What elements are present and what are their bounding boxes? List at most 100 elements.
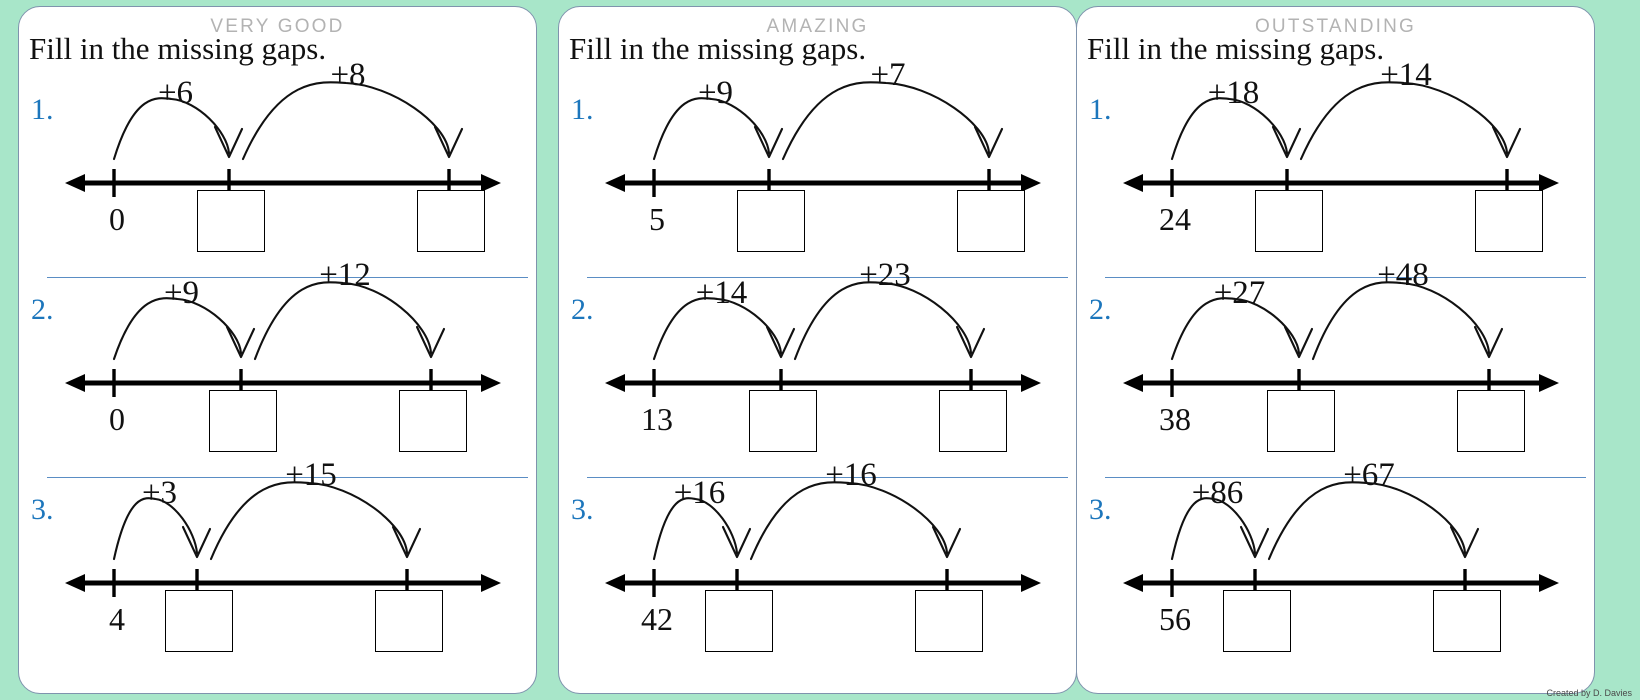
- jump-arrowhead-2: [955, 325, 986, 359]
- jump-label-2: +48: [1377, 257, 1429, 293]
- problem-row-3-1: 1. +18 +14 24: [1077, 57, 1594, 265]
- numberline-wrapper: [1077, 65, 1594, 265]
- jump-label-2: +14: [1380, 57, 1432, 93]
- answer-box-2[interactable]: [1457, 390, 1525, 452]
- jump-label-1: +16: [673, 475, 726, 511]
- jump-arc-1: [1170, 297, 1301, 361]
- panel-title-3: Fill in the missing gaps.: [1087, 31, 1385, 66]
- numberline-diagram: [65, 481, 501, 597]
- answer-box-2[interactable]: [915, 590, 983, 652]
- numberline-diagram: [1123, 481, 1559, 597]
- jump-label-2: +67: [1343, 457, 1395, 493]
- jump-arrowhead-2: [415, 325, 446, 359]
- jump-arrowhead-1: [225, 325, 256, 359]
- question-number: 2.: [571, 293, 594, 326]
- answer-box-1[interactable]: [1255, 190, 1323, 252]
- jump-label-1: +9: [163, 275, 200, 311]
- answer-box-2[interactable]: [417, 190, 485, 252]
- jump-label-1: +3: [141, 475, 178, 511]
- panel-title-2: Fill in the missing gaps.: [569, 31, 867, 66]
- jump-arrowhead-1: [1271, 125, 1302, 159]
- jump-arc-1: [652, 497, 739, 561]
- number-line-right-arrow: [1021, 174, 1041, 192]
- numberline-diagram: [605, 81, 1041, 197]
- start-number: 38: [1159, 401, 1191, 437]
- numberline-diagram: [605, 281, 1041, 397]
- numberline-wrapper: [19, 65, 536, 265]
- jump-arc-1: [112, 297, 243, 361]
- jump-label-2: +23: [859, 257, 911, 293]
- start-number: 5: [649, 201, 665, 237]
- answer-box-2[interactable]: [1433, 590, 1501, 652]
- numberline-wrapper: [559, 265, 1076, 465]
- numberline-wrapper: [559, 65, 1076, 265]
- answer-box-2[interactable]: [399, 390, 467, 452]
- number-line-right-arrow: [1539, 374, 1559, 392]
- answer-box-1[interactable]: [197, 190, 265, 252]
- jump-label-2: +7: [870, 57, 906, 93]
- jump-arc-1: [112, 97, 231, 161]
- row-separator: [47, 277, 528, 278]
- answer-box-2[interactable]: [939, 390, 1007, 452]
- answer-box-2[interactable]: [957, 190, 1025, 252]
- numberline-diagram: [605, 481, 1041, 597]
- jump-arc-2: [793, 281, 973, 361]
- answer-box-1[interactable]: [165, 590, 233, 652]
- answer-box-1[interactable]: [705, 590, 773, 652]
- jump-arc-2: [749, 481, 949, 561]
- answer-box-1[interactable]: [209, 390, 277, 452]
- number-line-right-arrow: [481, 374, 501, 392]
- question-number: 1.: [571, 93, 594, 126]
- answer-box-1[interactable]: [749, 390, 817, 452]
- jump-arc-2: [781, 81, 991, 161]
- row-separator: [587, 277, 1068, 278]
- question-number: 2.: [1089, 293, 1112, 326]
- jump-arc-2: [209, 481, 409, 561]
- start-number: 24: [1159, 201, 1191, 237]
- jump-arrowhead-2: [391, 525, 422, 559]
- start-number: 42: [641, 601, 673, 637]
- jump-arc-1: [652, 97, 771, 161]
- numberline-diagram: [1123, 81, 1559, 197]
- jump-label-2: +15: [285, 457, 337, 493]
- rating-label-1: VERY GOOD: [210, 16, 345, 37]
- answer-box-2[interactable]: [1475, 190, 1543, 252]
- jump-arc-1: [1170, 97, 1289, 161]
- numberline-wrapper: [19, 265, 536, 465]
- number-line-left-arrow: [1123, 574, 1143, 592]
- jump-arc-2: [1311, 281, 1491, 361]
- start-number: 0: [109, 201, 125, 237]
- jump-arrowhead-1: [753, 125, 784, 159]
- jump-label-1: +18: [1207, 75, 1260, 111]
- jump-arc-1: [1170, 497, 1257, 561]
- answer-box-1[interactable]: [737, 190, 805, 252]
- jump-label-1: +6: [157, 75, 194, 111]
- answer-box-1[interactable]: [1267, 390, 1335, 452]
- row-separator: [1105, 477, 1586, 478]
- answer-box-1[interactable]: [1223, 590, 1291, 652]
- jump-arrowhead-1: [721, 525, 752, 559]
- question-number: 2.: [31, 293, 54, 326]
- number-line-left-arrow: [65, 374, 85, 392]
- number-line-right-arrow: [481, 174, 501, 192]
- question-number: 1.: [1089, 93, 1112, 126]
- number-line-right-arrow: [1539, 574, 1559, 592]
- number-line-left-arrow: [1123, 174, 1143, 192]
- jump-arrowhead-1: [1283, 325, 1314, 359]
- answer-box-2[interactable]: [375, 590, 443, 652]
- jump-label-2: +12: [319, 257, 371, 293]
- number-line-left-arrow: [1123, 374, 1143, 392]
- jump-arc-2: [1267, 481, 1467, 561]
- jump-arrowhead-2: [931, 525, 962, 559]
- numberline-diagram: [65, 281, 501, 397]
- number-line-left-arrow: [605, 374, 625, 392]
- jump-arrowhead-2: [1449, 525, 1480, 559]
- credit-text: Created by D. Davies: [1546, 688, 1632, 698]
- jump-label-1: +86: [1191, 475, 1244, 511]
